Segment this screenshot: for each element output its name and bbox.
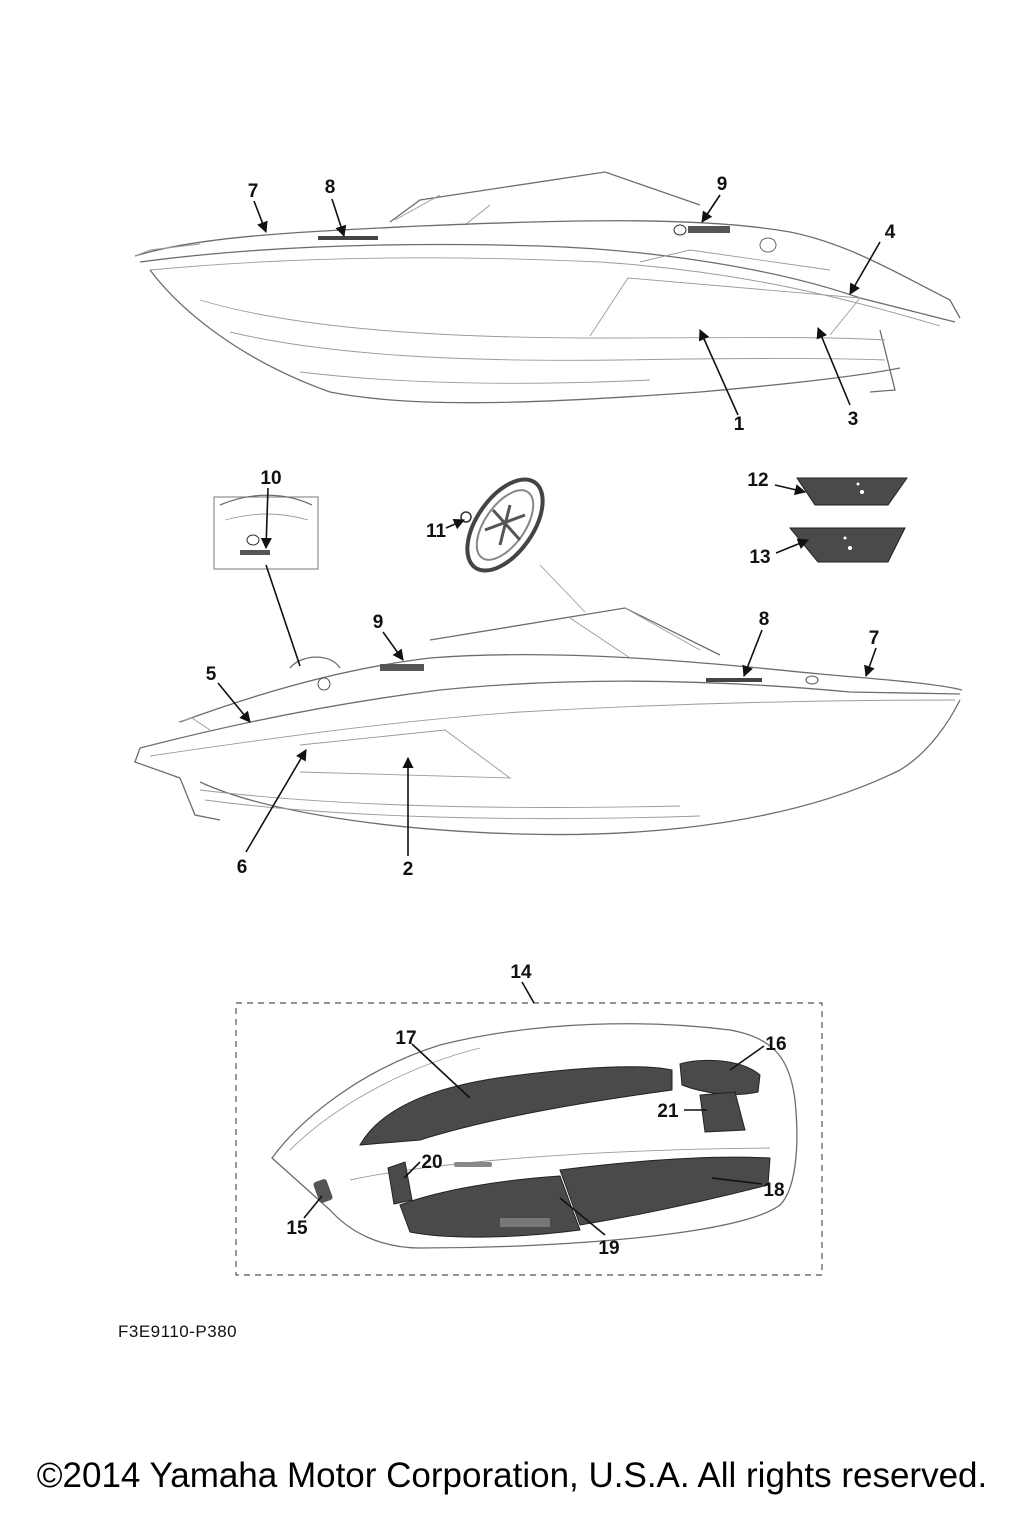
- mat-19: [399, 1175, 581, 1238]
- callout-19: 19: [598, 1238, 619, 1259]
- mat-20: [387, 1161, 413, 1205]
- mat-21: [699, 1091, 746, 1133]
- callout-15: 15: [286, 1218, 308, 1239]
- callout-10: 10: [260, 468, 281, 489]
- callout-16: 16: [765, 1034, 786, 1055]
- copyright-notice: ©2014 Yamaha Motor Corporation, U.S.A. A…: [36, 1456, 988, 1495]
- mat-18: [559, 1156, 771, 1226]
- callout-13: 13: [749, 547, 770, 568]
- figure-part-code: F3E9110-P380: [118, 1322, 238, 1341]
- callout-11: 11: [426, 521, 447, 542]
- boat-port-view: [134, 607, 963, 836]
- callout-4: 4: [885, 222, 896, 243]
- steering-wheel: [460, 477, 586, 613]
- callout-20: 20: [421, 1152, 442, 1173]
- console-inset: [213, 494, 319, 667]
- pad-decals: [788, 477, 908, 563]
- callout-17: 17: [395, 1028, 416, 1049]
- callout-8-port: 8: [759, 609, 770, 630]
- callout-6: 6: [237, 857, 248, 878]
- callout-9: 9: [717, 174, 728, 195]
- mat-16: [679, 1059, 761, 1095]
- deck-mat-set: [235, 1002, 823, 1276]
- leader-lines: [217, 194, 881, 1236]
- pad-13: [788, 527, 906, 563]
- callout-7-port: 7: [869, 628, 880, 649]
- callout-9-port: 9: [373, 612, 384, 633]
- callout-8: 8: [325, 177, 336, 198]
- callout-18: 18: [763, 1180, 784, 1201]
- callout-12: 12: [747, 470, 768, 491]
- callout-21: 21: [657, 1101, 679, 1122]
- mat-17: [359, 1066, 673, 1146]
- callout-1: 1: [734, 414, 745, 435]
- callout-3: 3: [848, 409, 859, 430]
- callout-5: 5: [206, 664, 217, 685]
- callout-labels: 7 8 9 4 1 3 10 11 12 13 9 8 7 5 6 2 14 1…: [206, 174, 896, 1259]
- callout-7: 7: [248, 181, 259, 202]
- pad-12: [796, 477, 908, 506]
- callout-14: 14: [510, 962, 532, 983]
- callout-2: 2: [403, 859, 414, 880]
- boat-starboard-view: [134, 171, 961, 404]
